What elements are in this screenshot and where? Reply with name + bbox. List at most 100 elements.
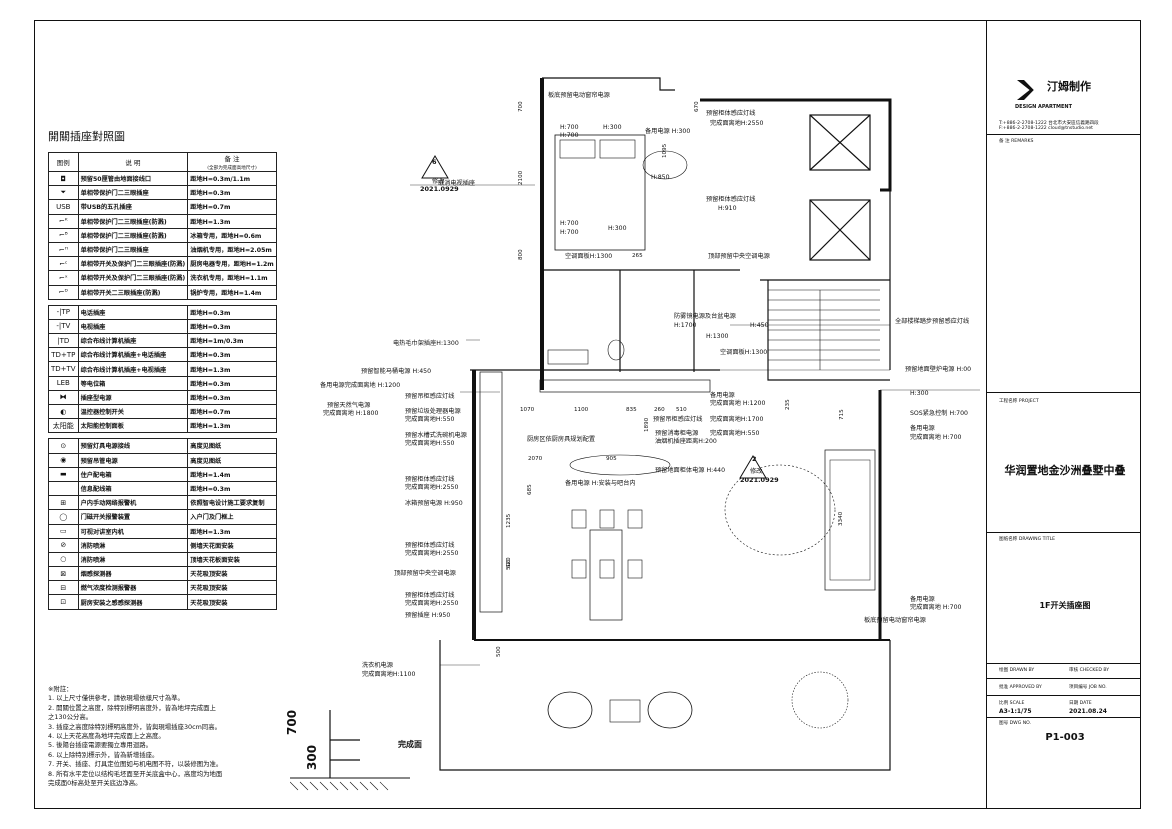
label-h1300: H:1300 [706, 333, 729, 340]
legend-symbol: ▬ [48, 466, 79, 482]
label-h910: H:910 [718, 205, 737, 212]
rev2-label: 修改 [750, 468, 763, 475]
label-cab-light3: 预留柜体感应灯线 [405, 476, 455, 483]
floor-plan [290, 77, 980, 791]
legend-header-note-text: 备 注 [224, 155, 240, 163]
label-finish-2550d: 完成面离地H:2550 [405, 600, 459, 607]
date-label: 日期 DATE [1069, 701, 1092, 706]
label-ceiling-ac: 顶部预留中央空调电源 [708, 253, 770, 260]
label-h300a: H:300 [603, 124, 622, 131]
legend-desc: 烟感探测器 [77, 566, 189, 582]
legend-symbol: ⊘ [48, 537, 79, 553]
label-towel-rack: 电热毛巾架插座H:1300 [393, 340, 459, 347]
legend-header-icon: 图例 [48, 152, 79, 172]
legend-symbol: -|TP [48, 304, 79, 320]
job-label: 项目编号 JOB NO. [1069, 685, 1107, 690]
dim-905: 905 [606, 456, 617, 462]
label-finish-550: 完成面离地H:550 [405, 416, 455, 423]
legend-row: ⊠烟感探测器天花吸顶安装 [48, 566, 277, 582]
legend-row: ◘预留50厘管由地面接线口距地H=0.3m/1.1m [48, 170, 277, 187]
label-spare-power-top: 备用电源 H:300 [645, 128, 691, 135]
legend-note: 距地H=0.7m [187, 199, 277, 215]
company-name: 汀姆制作 [1047, 80, 1091, 93]
legend-note: 依照智电设计施工要求复制 [187, 495, 277, 511]
tb-divider [987, 678, 1140, 679]
contact-line1: T:+886-2-2708-1222 台北市大安區信義路四段 [999, 121, 1099, 126]
legend-note: 侧墙天花面安装 [187, 537, 277, 553]
legend-symbol: ⌐ᴰ [48, 284, 79, 300]
label-spare-table: 备用电源 H:安装与吧台内 [565, 480, 636, 487]
dwg-no-label: 图号 DWG NO. [999, 721, 1032, 726]
legend-desc: 门磁开关报警装置 [77, 509, 189, 525]
legend-symbol: ⊞ [48, 495, 79, 511]
legend-desc: 带USB的五孔插座 [77, 199, 189, 215]
legend-table: 图例 说 明 备 注(全部为完成面高地尺寸) ◘预留50厘管由地面接线口距地H=… [48, 152, 277, 610]
legend-symbol [48, 480, 79, 497]
legend-desc: 住户配电箱 [77, 466, 189, 482]
legend-desc: 综合布线计算机插座 [77, 333, 189, 349]
legend-desc: 可视对讲室内机 [77, 523, 189, 539]
legend-desc: 消防喷淋 [77, 537, 189, 553]
note-line: 之130公分高。 [48, 713, 93, 722]
legend-symbol: ⏷ [48, 185, 79, 201]
legend-row: ◉预留吊管电源高度见图纸 [48, 452, 277, 468]
label-spare-right2: 备用电源 [910, 596, 935, 603]
label-ac-panel: 空调面板H:1300 [565, 253, 613, 260]
dim-1070: 1070 [520, 407, 535, 413]
legend-note: 距地H=1m/0.3m [187, 333, 277, 349]
drawing-number: P1-003 [1045, 732, 1085, 743]
legend-symbol: ▭ [48, 523, 79, 539]
label-cab-light4: 预留柜体感应灯线 [405, 542, 455, 549]
legend-symbol: 太阳能 [48, 418, 79, 434]
legend-desc: 单相带开关及保护门二三眼插座(防溅) [77, 256, 189, 272]
label-finish-1200: 完成面离地 H:1200 [710, 400, 766, 407]
notes-heading: ※附註： [48, 685, 73, 693]
legend-note: 距地H=1.3m [187, 418, 277, 434]
legend-note: 厨房电器专用，距地H=1.2m [187, 256, 277, 272]
project-name: 华润置地金沙洲叠墅中叠 [1004, 464, 1126, 477]
legend-desc: 户内手动网络报警机 [77, 495, 189, 511]
legend-symbol: ⊠ [48, 566, 79, 582]
legend-desc: 预留吊管电源 [77, 452, 189, 468]
legend-desc: 电视插座 [77, 318, 189, 335]
legend-note: 距地H=0.3m [187, 347, 277, 363]
legend-header-desc: 说 明 [77, 152, 189, 172]
label-stair-light: 全部楼梯踏步预留感应灯线 [895, 318, 970, 325]
tb-divider [987, 134, 1140, 135]
label-h700a: H:700 [560, 124, 579, 131]
dim-500: 500 [496, 646, 502, 657]
legend-note: 天花吸顶安装 [187, 566, 277, 582]
dim-670: 670 [694, 101, 700, 112]
rev6-date: 2021.0929 [420, 185, 459, 193]
label-spare-1200: 备用电源完成面离地 H:1200 [320, 382, 401, 389]
legend-note: 距地H=1.3m [187, 523, 277, 539]
legend: 開關插座對照圖 图例 说 明 备 注(全部为完成面高地尺寸) ◘预留50厘管由地… [48, 128, 277, 610]
note-line: 2. 開關位置之高度，除特別標明高度外，皆為地坪完成面上 [48, 703, 216, 712]
legend-symbol: ⌐ᴴ [48, 241, 79, 258]
label-kitchen-note: 厨房区依厨房具规划配置 [527, 436, 596, 443]
legend-note: 高度见图纸 [187, 438, 277, 454]
legend-desc: 单相带保护门二三眼插座 [77, 241, 189, 258]
legend-note: 高度见图纸 [187, 452, 277, 468]
label-reserve-950: 预留插座 H:950 [405, 612, 451, 619]
legend-row: ◯门磁开关报警装置入户门及门框上 [48, 509, 277, 525]
label-h300e: H:300 [910, 390, 929, 397]
label-h700c: H:700 [560, 220, 579, 227]
legend-header-note: 备 注(全部为完成面高地尺寸) [187, 152, 277, 172]
legend-symbol: ⌐ᶜ [48, 256, 79, 272]
rev2-date: 2021.0929 [740, 476, 779, 484]
label-h1700: H:1700 [674, 322, 697, 329]
checked-label: 审核 CHECKED BY [1069, 668, 1110, 673]
legend-symbol: LEB [48, 375, 79, 391]
legend-note: 天花吸顶安装 [187, 594, 277, 610]
legend-row: ⊞户内手动网络报警机依照智电设计施工要求复制 [48, 495, 277, 511]
section-finish: 完成面 [398, 740, 422, 749]
title-block: 汀姆制作 DESIGN APARTMENT T:+886-2-2708-1222… [986, 20, 1141, 809]
legend-note: 冰箱专用，距地H=0.6m [187, 227, 277, 243]
dim-235: 235 [785, 399, 791, 410]
tb-divider [987, 663, 1140, 664]
